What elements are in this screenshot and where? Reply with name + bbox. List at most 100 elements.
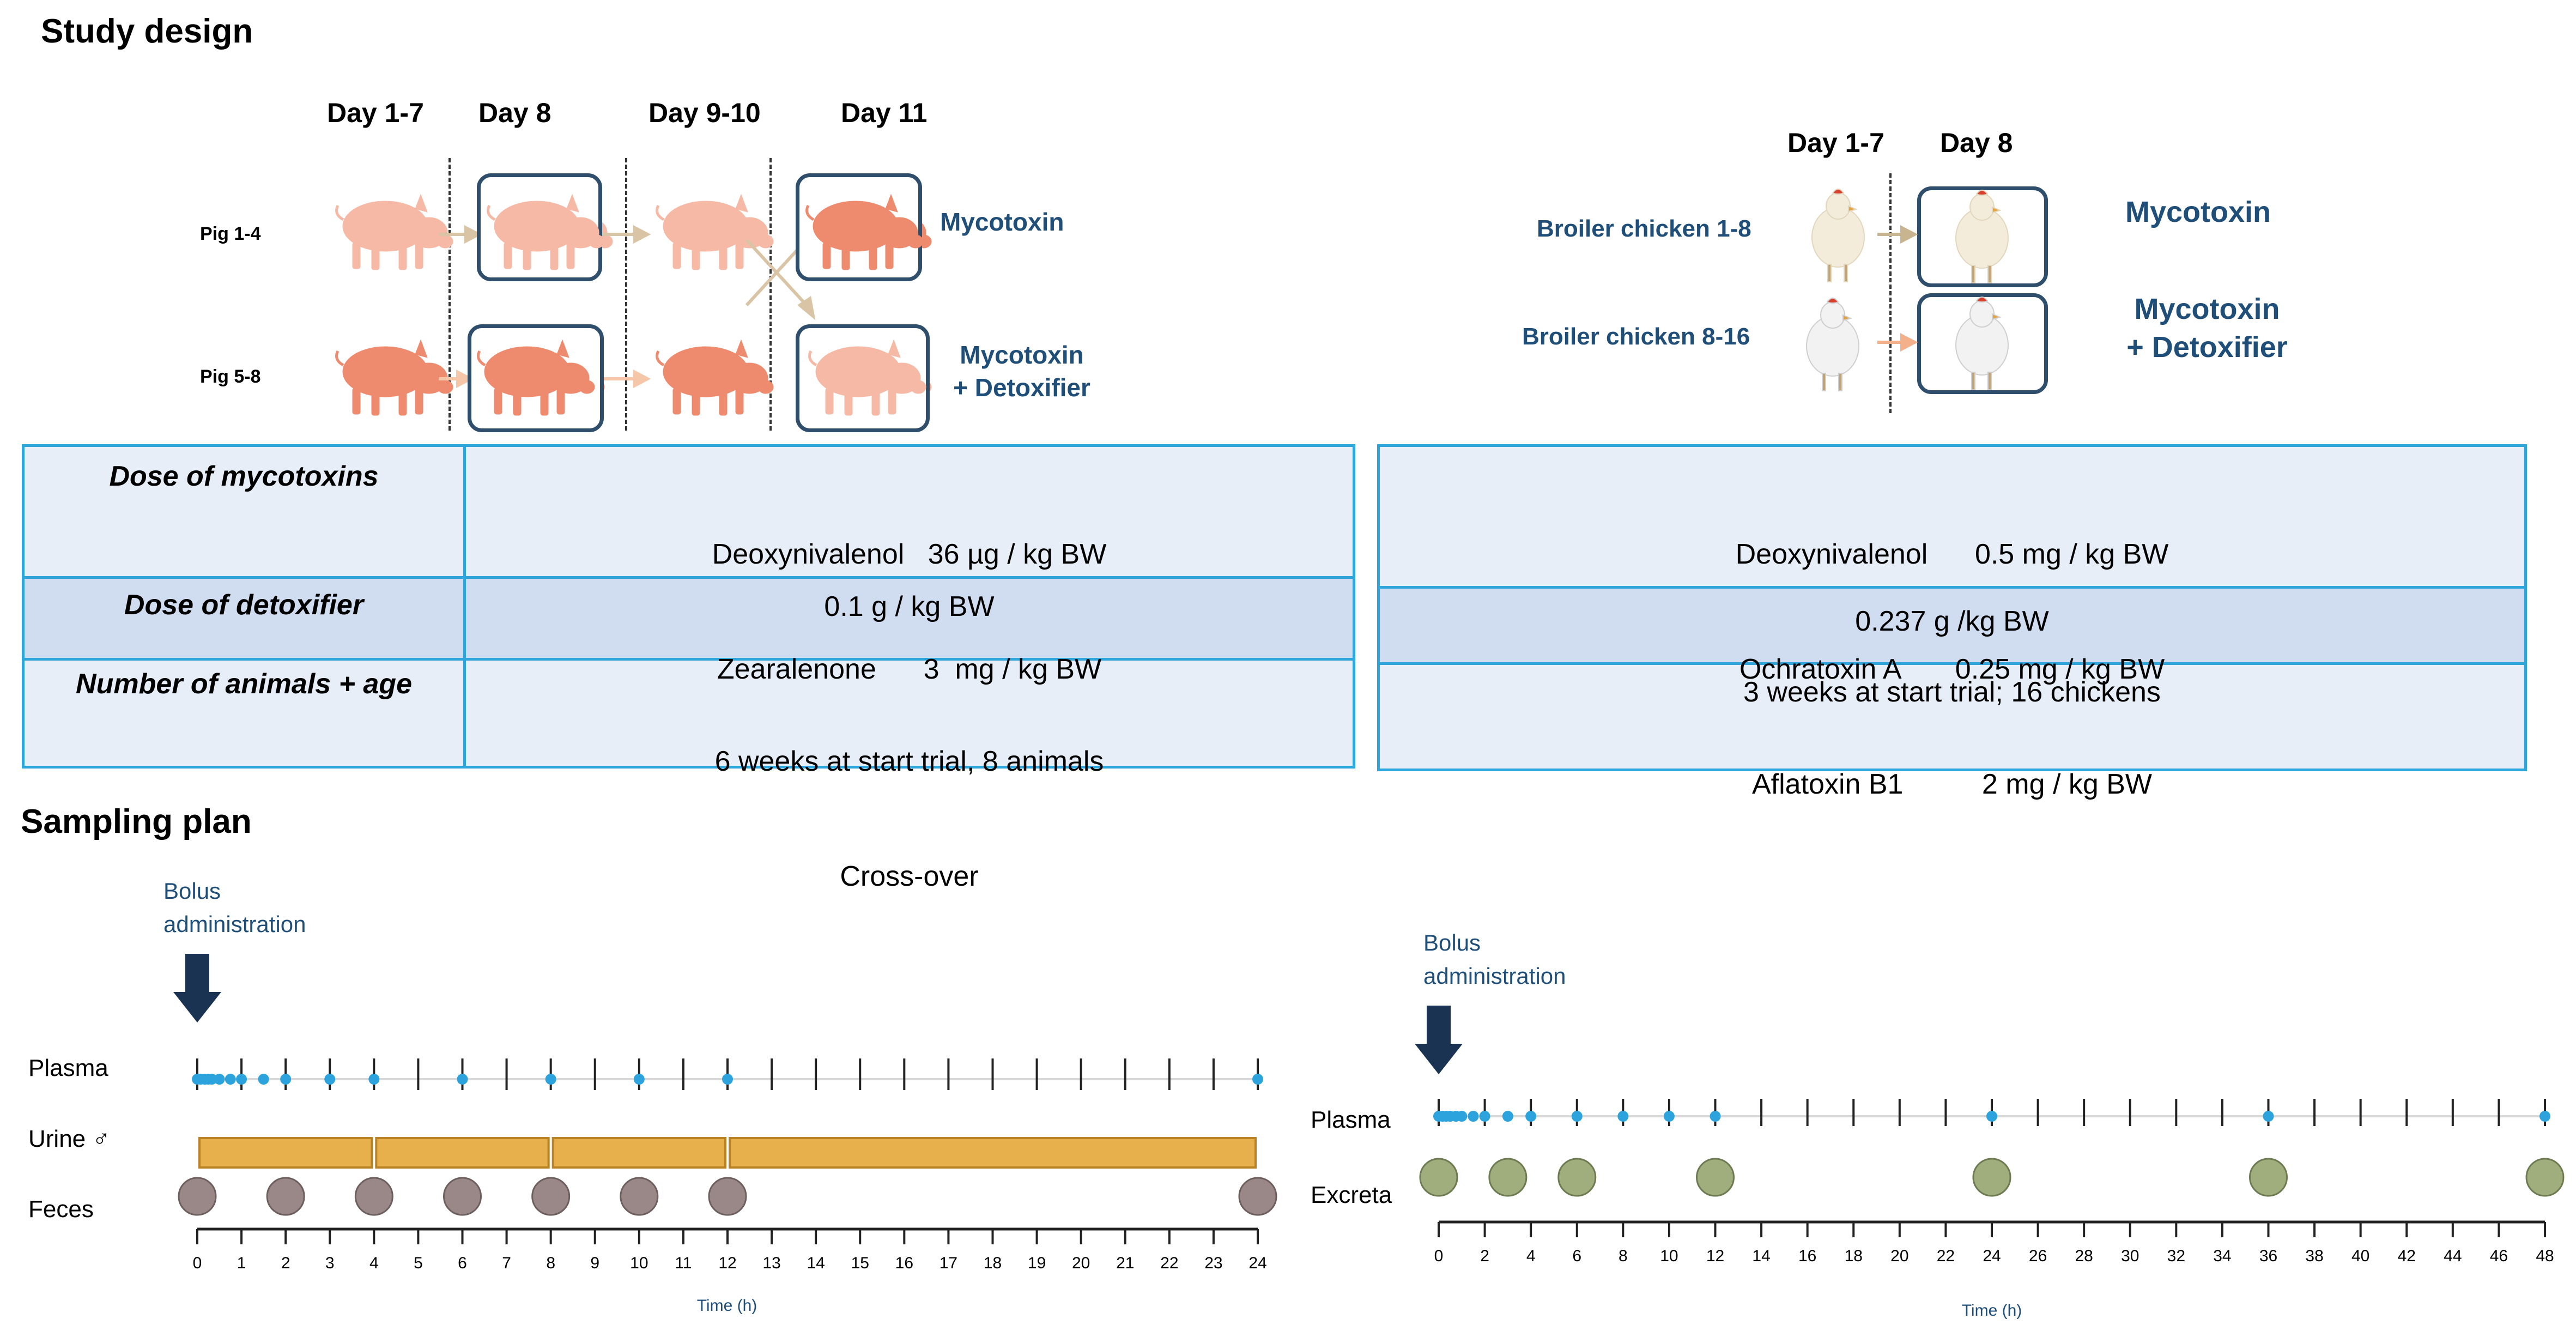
axis-tick-label: 11: [675, 1254, 692, 1272]
axis-tick-label: 8: [1619, 1247, 1628, 1265]
chicken-day-header-2: Day 8: [1940, 128, 2013, 158]
plasma-sample-point: [214, 1074, 225, 1085]
axis-tick-label: 20: [1072, 1254, 1090, 1272]
plasma-sample-point: [236, 1074, 247, 1085]
axis-tick-label: 24: [1248, 1254, 1266, 1272]
axis-tick-label: 12: [1706, 1247, 1724, 1265]
bolus-line: administration: [163, 911, 306, 937]
chicken-outcome-detoxifier: Mycotoxin + Detoxifier: [2120, 290, 2294, 366]
chicken-dose-detoxifier: 0.237 g /kg BW: [1855, 606, 2049, 637]
chicken-outcome-line: + Detoxifier: [2126, 331, 2288, 364]
study-design-title: Study design: [41, 13, 253, 50]
chicken-dose-table: Deoxynivalenol 0.5 mg / kg BW Ochratoxin…: [1377, 444, 2527, 800]
table-row: [1380, 586, 2524, 662]
axis-tick-label: 6: [1572, 1247, 1581, 1265]
pig-day-header-4: Day 11: [841, 98, 928, 128]
axis-tick-label: 32: [2167, 1247, 2185, 1265]
urine-collection-interval: [729, 1137, 1257, 1169]
axis-tick-label: 38: [2305, 1247, 2323, 1265]
pig-outcome-line: + Detoxifier: [953, 373, 1090, 402]
axis-tick-label: 2: [281, 1254, 290, 1272]
axis-tick-label: 42: [2398, 1247, 2416, 1265]
bolus-line: administration: [1423, 963, 1566, 989]
plasma-sample-point: [206, 1074, 217, 1085]
plasma-sample-point: [2263, 1111, 2274, 1122]
axis-tick-label: 15: [851, 1254, 869, 1272]
bolus-line: Bolus: [163, 878, 221, 904]
axis-tick-label: 36: [2259, 1247, 2277, 1265]
dose-line: Ochratoxin A 0.25 mg / kg BW: [1739, 653, 2165, 685]
pig-bolus-label: Bolus administration: [163, 875, 306, 941]
pig-dose-table: Dose of mycotoxins Dose of detoxifier Nu…: [22, 444, 1355, 892]
axis-tick-label: 14: [807, 1254, 825, 1272]
feces-sample-point: [1238, 1177, 1277, 1216]
table-row: [1380, 662, 2524, 769]
axis-tick-label: 3: [325, 1254, 335, 1272]
bolus-arrow-shaft: [1427, 1006, 1451, 1045]
plasma-sample-point: [1252, 1074, 1263, 1085]
axis-tick-label: 16: [895, 1254, 913, 1272]
feces-sample-point: [443, 1177, 482, 1216]
table-row: [25, 447, 1353, 576]
axis-tick-label: 9: [590, 1254, 599, 1272]
table-row: [25, 658, 1353, 766]
plasma-sample-point: [457, 1074, 468, 1085]
feces-sample-point: [178, 1177, 217, 1216]
plasma-sample-point: [1456, 1111, 1468, 1122]
pig-outcome-detoxifier: Mycotoxin + Detoxifier: [945, 339, 1098, 404]
chicken-dose-mycotoxins: Deoxynivalenol 0.5 mg / kg BW Ochratoxin…: [1380, 459, 2524, 880]
pig-x-axis-label: Time (h): [697, 1297, 757, 1315]
axis-tick-label: 7: [502, 1254, 511, 1272]
chicken-animals-age: 3 weeks at start trial; 16 chickens: [1743, 676, 2161, 708]
axis-tick-label: 23: [1204, 1254, 1222, 1272]
plasma-sample-point: [633, 1074, 645, 1085]
axis-tick-label: 20: [1890, 1247, 1908, 1265]
axis-tick-label: 5: [414, 1254, 423, 1272]
plasma-sample-point: [1617, 1111, 1629, 1122]
axis-tick-label: 30: [2121, 1247, 2139, 1265]
row-header-dose-mycotoxins: Dose of mycotoxins: [109, 461, 379, 492]
dose-line: Zearalenone 3 mg / kg BW: [717, 653, 1102, 685]
pig-outcome-line: Mycotoxin: [960, 341, 1084, 369]
axis-tick-label: 0: [193, 1254, 202, 1272]
pig-row1-label: Pig 1-4: [200, 223, 261, 244]
plasma-sample-point: [1663, 1111, 1675, 1122]
feces-sample-point: [354, 1177, 393, 1216]
chicken-day-divider: [1889, 173, 1892, 413]
table-divider: [463, 447, 466, 766]
feces-sample-point: [708, 1177, 747, 1216]
excreta-sample-point: [2249, 1158, 2288, 1197]
plasma-sample-point: [1525, 1111, 1537, 1122]
plasma-sample-point: [722, 1074, 733, 1085]
axis-tick-label: 44: [2444, 1247, 2462, 1265]
chicken-outcome-mycotoxin: Mycotoxin: [2125, 196, 2271, 228]
feces-sample-point: [620, 1177, 659, 1216]
axis-tick-label: 18: [1845, 1247, 1863, 1265]
pig-row-label-plasma: Plasma: [28, 1055, 108, 1081]
plasma-sample-point: [1479, 1111, 1490, 1122]
plasma-sample-point: [280, 1074, 292, 1085]
pig-day-divider: [448, 158, 451, 431]
animals-line: 6 weeks at start trial, 8 animals: [714, 746, 1104, 778]
feces-sample-point: [266, 1177, 305, 1216]
chicken-bolus-label: Bolus administration: [1423, 927, 1566, 993]
row-header-dose-detoxifier: Dose of detoxifier: [124, 589, 364, 621]
urine-collection-interval: [551, 1137, 727, 1169]
axis-tick-label: 19: [1028, 1254, 1046, 1272]
axis-tick-label: 28: [2075, 1247, 2093, 1265]
axis-tick-label: 22: [1937, 1247, 1955, 1265]
axis-tick-label: 4: [1526, 1247, 1536, 1265]
axis-tick-label: 6: [458, 1254, 467, 1272]
axis-tick-label: 14: [1752, 1247, 1770, 1265]
pig-outcome-mycotoxin: Mycotoxin: [940, 208, 1064, 236]
pig-day-header-3: Day 9-10: [648, 98, 761, 128]
plasma-sample-point: [1468, 1111, 1479, 1122]
bolus-arrow-head: [1415, 1044, 1463, 1074]
pig-day-divider: [625, 158, 627, 431]
axis-tick-label: 48: [2536, 1247, 2554, 1265]
axis-tick-label: 16: [1798, 1247, 1816, 1265]
excreta-sample-point: [1696, 1158, 1735, 1197]
animals-line: Cross-over: [840, 860, 979, 892]
axis-tick-label: 24: [1983, 1247, 2001, 1265]
axis-tick-label: 46: [2490, 1247, 2508, 1265]
